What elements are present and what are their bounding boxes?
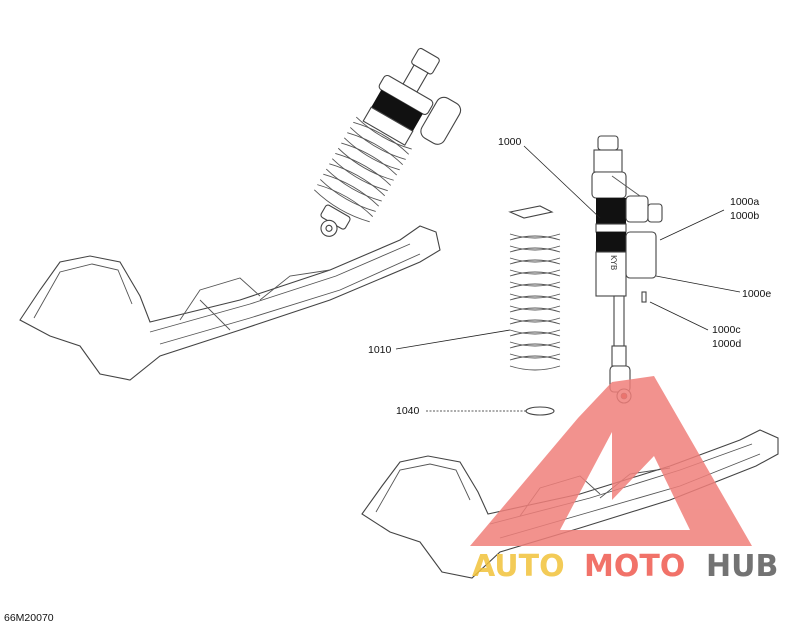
shock-brand-text: KYB	[609, 255, 618, 270]
callout-1000: 1000	[498, 136, 522, 148]
spring-illustration	[508, 205, 561, 416]
watermark-triangle-icon	[470, 376, 752, 546]
watermark-logo: AUTO MOTO HUB	[470, 376, 778, 584]
callout-1040: 1040	[396, 405, 420, 417]
watermark-moto: MOTO	[584, 549, 685, 584]
watermark-auto: AUTO	[472, 549, 565, 584]
leader-lines	[395, 145, 741, 412]
left-ski-illustration	[19, 225, 441, 381]
callout-1010: 1010	[368, 344, 392, 356]
assembled-shock-illustration	[313, 47, 462, 237]
callout-1000e: 1000e	[742, 288, 771, 300]
callout-1000b: 1000b	[730, 210, 759, 222]
exploded-shock-illustration: KYB	[591, 135, 663, 404]
callout-1000a: 1000a	[730, 196, 759, 208]
watermark-hub: HUB	[706, 549, 778, 584]
callout-1000d: 1000d	[712, 338, 741, 350]
diagram-code: 66M20070	[4, 612, 54, 624]
callout-1000c: 1000c	[712, 324, 741, 336]
